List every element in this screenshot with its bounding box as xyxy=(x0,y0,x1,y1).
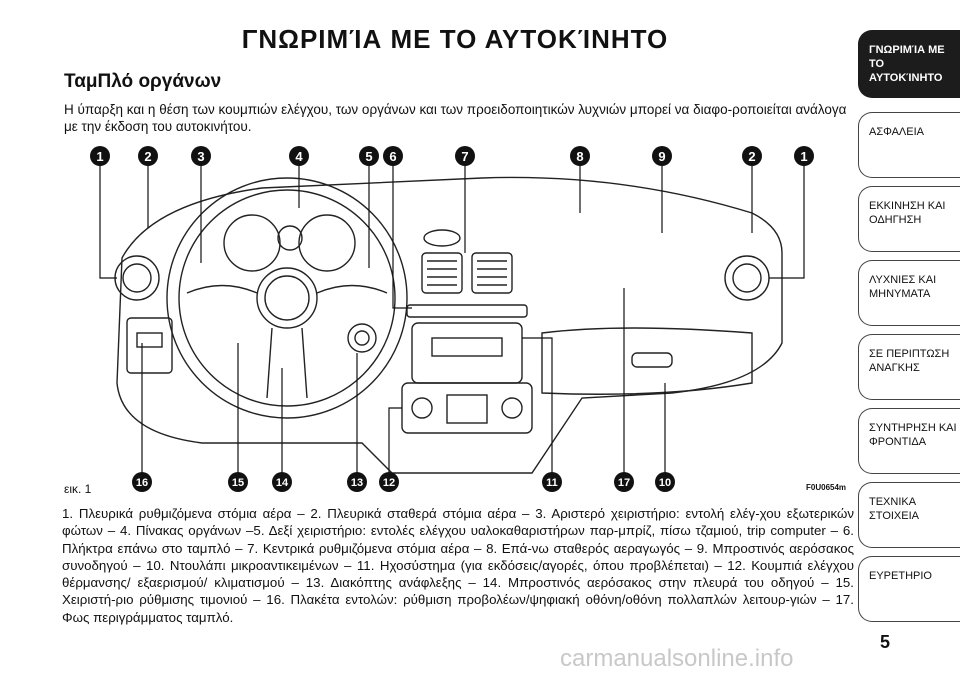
tab-lights-messages[interactable]: ΛΥΧΝΙΕΣ ΚΑΙ ΜΗΝΥΜΑΤΑ xyxy=(858,260,960,326)
callout-4-circle xyxy=(289,146,309,166)
callout-1b-circle xyxy=(794,146,814,166)
callout-1-circle xyxy=(90,146,110,166)
callout-14: 14 xyxy=(276,477,289,489)
intro-paragraph: Η ύπαρξη και η θέση των κουμπιών ελέγχου… xyxy=(64,102,847,134)
callout-2: 2 xyxy=(144,149,151,164)
callout-16-circle xyxy=(132,472,152,492)
callout-15: 15 xyxy=(232,477,244,489)
callout-7-circle xyxy=(455,146,475,166)
tab-maintenance[interactable]: ΣΥΝΤΗΡΗΣΗ ΚΑΙ ΦΡΟΝΤΙΔΑ xyxy=(858,408,960,474)
page-number: 5 xyxy=(880,632,891,652)
figure-code: F0U0654m xyxy=(806,483,847,492)
callout-2b-circle xyxy=(742,146,762,166)
callout-12: 12 xyxy=(383,477,395,489)
callout-5: 5 xyxy=(365,149,372,164)
callout-14-circle xyxy=(272,472,292,492)
callout-2b: 2 xyxy=(748,149,755,164)
callout-16: 16 xyxy=(136,477,148,489)
section-heading: ΤαμΠλό οργάνων xyxy=(64,71,222,92)
chapter-tabs: ΓΝΩΡΙΜΊΑ ΜΕ ΤΟ ΑΥΤΟΚΊΝΗΤΟ ΑΣΦΑΛΕΙΑ ΕΚΚΙΝ… xyxy=(858,0,960,660)
tab-starting-driving[interactable]: ΕΚΚΙΝΗΣΗ ΚΑΙ ΟΔΗΓΗΣΗ xyxy=(858,186,960,252)
page-title: ΓΝΩΡΙΜΊΑ ΜΕ ΤΟ ΑΥΤΟΚΊΝΗΤΟ xyxy=(241,24,669,54)
callout-4: 4 xyxy=(295,149,303,164)
callout-3: 3 xyxy=(197,149,204,164)
callout-15-circle xyxy=(228,472,248,492)
callout-9: 9 xyxy=(658,149,665,164)
tab-technical-data[interactable]: ΤΕΧΝΙΚΑ ΣΤΟΙΧΕΙΑ xyxy=(858,482,960,548)
callout-12-circle xyxy=(379,472,399,492)
callout-6-circle xyxy=(383,146,403,166)
dashboard-figure: 1 2 3 4 5 6 7 8 9 2 1 16 15 xyxy=(62,143,857,495)
callout-9-circle xyxy=(652,146,672,166)
callout-13-circle xyxy=(347,472,367,492)
tab-getting-to-know[interactable]: ΓΝΩΡΙΜΊΑ ΜΕ ΤΟ ΑΥΤΟΚΊΝΗΤΟ xyxy=(858,30,960,98)
callout-7: 7 xyxy=(461,149,468,164)
callout-17-circle xyxy=(614,472,634,492)
legend-paragraph: 1. Πλευρικά ρυθμιζόμενα στόμια αέρα – 2.… xyxy=(62,506,854,625)
callout-2-circle xyxy=(138,146,158,166)
tab-emergency[interactable]: ΣΕ ΠΕΡΙΠΤΩΣΗ ΑΝΑΓΚΗΣ xyxy=(858,334,960,400)
callout-1: 1 xyxy=(96,149,103,164)
callout-11: 11 xyxy=(546,477,558,489)
callout-6: 6 xyxy=(389,149,396,164)
callout-8-circle xyxy=(570,146,590,166)
callout-11-circle xyxy=(542,472,562,492)
callout-8: 8 xyxy=(576,149,583,164)
callout-17: 17 xyxy=(618,477,630,489)
callout-13: 13 xyxy=(351,477,363,489)
callout-10-circle xyxy=(655,472,675,492)
tab-index[interactable]: ΕΥΡΕΤΗΡΙΟ xyxy=(858,556,960,622)
callout-3-circle xyxy=(191,146,211,166)
figure-caption: εικ. 1 xyxy=(64,482,92,496)
tab-safety[interactable]: ΑΣΦΑΛΕΙΑ xyxy=(858,112,960,178)
watermark: carmanualsonline.info xyxy=(560,645,794,672)
callout-5-circle xyxy=(359,146,379,166)
callout-1b: 1 xyxy=(800,149,807,164)
callout-10: 10 xyxy=(659,477,671,489)
dashboard-illustration: 1 2 3 4 5 6 7 8 9 2 1 16 15 xyxy=(90,146,814,492)
